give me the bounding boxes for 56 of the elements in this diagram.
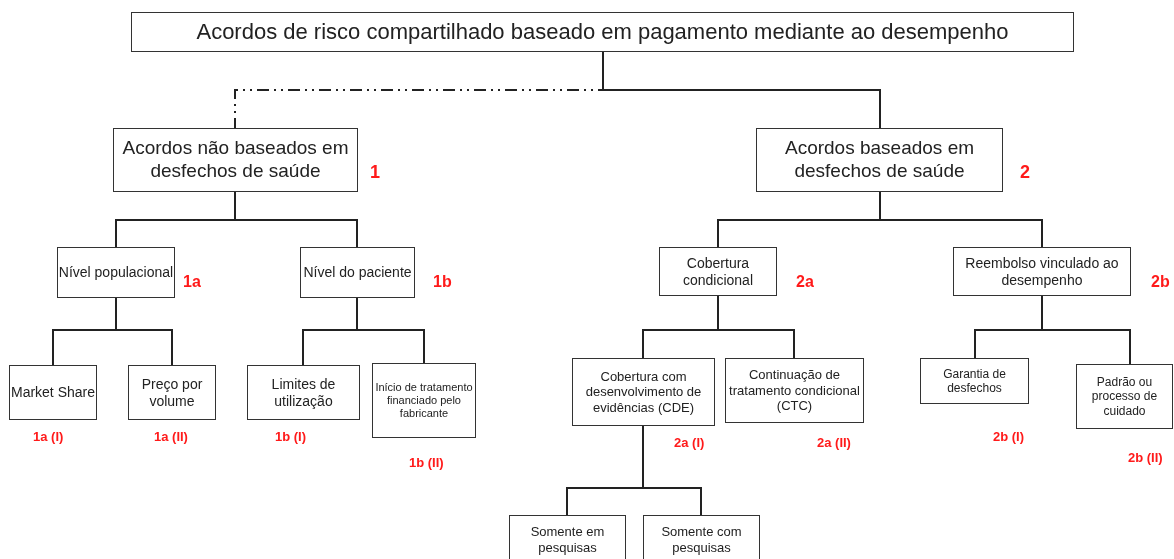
connector-line (356, 297, 425, 364)
category-box (920, 358, 1029, 404)
box-label: Continuação de tratamento condicional (CTC) (728, 367, 861, 414)
connector-line (234, 191, 358, 248)
category-code: 2a (796, 273, 814, 291)
box-label: Padrão ou processo de cuidado (1090, 374, 1159, 419)
connector-line (115, 297, 173, 366)
category-code: 2 (1020, 162, 1030, 183)
category-box (509, 515, 626, 559)
category-box (725, 358, 864, 423)
box-label: Acordos não baseados em desfechos de saúde (121, 137, 350, 183)
category-box (128, 365, 216, 420)
category-code: 1a (II) (154, 429, 188, 444)
box-label: Início de tratamento financiado pelo fabricante (374, 380, 474, 421)
category-code: 2b (1151, 273, 1170, 291)
box-label: Cobertura com desenvolvimento de evidências (CDE) (584, 368, 703, 416)
category-code: 2a (I) (674, 435, 705, 450)
category-code: 1 (370, 162, 380, 183)
category-code: 1b (433, 273, 452, 291)
connector-line (642, 425, 702, 516)
box-label: Preço por volume (140, 375, 204, 410)
category-code: 2b (I) (993, 429, 1025, 444)
box-label: Limites de utilização (270, 375, 337, 410)
category-code: 2a (II) (817, 435, 851, 450)
category-box (372, 363, 476, 438)
box-label: Acordos de risco compartilhado baseado em pagamento mediante ao desempenho (196, 18, 1009, 46)
connector-line (602, 51, 881, 129)
category-code: 1a (183, 273, 201, 291)
box-label: Nível populacional (58, 264, 174, 281)
category-box (659, 247, 777, 296)
box-label: Somente com pesquisas (660, 524, 743, 556)
connector-line (1041, 295, 1131, 365)
box-label: Acordos baseados em desfechos de saúde (783, 137, 976, 183)
box-label: Reembolso vinculado ao desempenho (964, 254, 1120, 289)
category-code: 1b (I) (275, 429, 307, 444)
category-box (953, 247, 1131, 296)
category-box (300, 247, 415, 298)
category-box (643, 515, 760, 559)
category-code: 2b (II) (1128, 450, 1163, 465)
category-box (57, 247, 175, 298)
category-box (113, 128, 358, 192)
box-label: Somente em pesquisas (529, 524, 606, 556)
category-box (247, 365, 360, 420)
category-code: 1b (II) (409, 455, 444, 470)
connector-line (717, 295, 795, 359)
box-label: Nível do paciente (303, 264, 412, 281)
category-box (9, 365, 97, 420)
category-box (756, 128, 1003, 192)
category-box (572, 358, 715, 426)
box-label: Cobertura condicional (681, 254, 755, 289)
category-box (1076, 364, 1173, 429)
connector-line (879, 191, 1043, 248)
category-box (131, 12, 1074, 52)
box-label: Market Share (10, 384, 95, 401)
category-code: 1a (I) (33, 429, 64, 444)
box-label: Garantia de desfechos (942, 366, 1007, 396)
